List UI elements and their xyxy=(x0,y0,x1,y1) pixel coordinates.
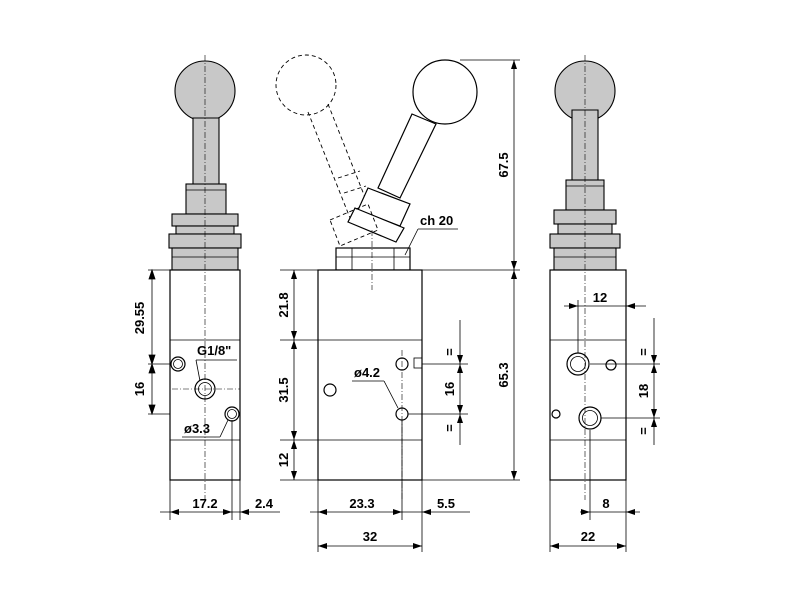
middle-lever xyxy=(377,113,437,199)
dim-front-width: 17.2 xyxy=(192,496,217,511)
front-lever xyxy=(192,117,220,185)
side-body xyxy=(549,269,627,481)
middle-hex-nut xyxy=(335,247,411,271)
dim-body-height: 65.3 xyxy=(496,362,511,387)
dim-middle-width: 23.3 xyxy=(349,496,374,511)
middle-view: ø4.2 ch 20 21.8 31.5 12 16 = = xyxy=(275,54,520,552)
dim-middle-bottom-section: 12 xyxy=(276,453,291,467)
side-left-hole xyxy=(551,409,561,419)
dim-middle-hole-spacing: 16 xyxy=(442,382,457,396)
equal-mark-side-top: = xyxy=(636,348,651,356)
dim-side-width: 22 xyxy=(581,529,595,544)
equal-mark-middle-top: = xyxy=(442,348,457,356)
dim-front-offset: 2.4 xyxy=(255,496,274,511)
label-hex-size: ch 20 xyxy=(420,213,453,228)
equal-mark-side-bottom: = xyxy=(636,427,651,435)
dim-middle-mid-section: 31.5 xyxy=(276,377,291,402)
front-view: 29.55 16 G1/8" ø3.3 17.2 2.4 xyxy=(132,55,280,520)
dim-front-port-spacing: 16 xyxy=(132,382,147,396)
front-collar-top xyxy=(185,183,227,215)
middle-knob-alt xyxy=(275,54,337,116)
dim-side-port-spacing: 18 xyxy=(636,384,651,398)
dim-middle-top-section: 21.8 xyxy=(276,292,291,317)
dim-handle-height: 67.5 xyxy=(496,152,511,177)
label-port-thread: G1/8" xyxy=(197,343,231,358)
middle-side-hole xyxy=(323,383,337,397)
dim-middle-total-width: 32 xyxy=(363,529,377,544)
side-small-hole xyxy=(605,359,617,371)
dim-side-lower-offset: 8 xyxy=(602,496,609,511)
middle-hole-top xyxy=(395,357,409,371)
side-view: 12 18 = = 8 22 xyxy=(549,55,660,552)
dim-middle-offset: 5.5 xyxy=(437,496,455,511)
middle-knob xyxy=(412,59,478,125)
label-middle-hole: ø4.2 xyxy=(354,365,380,380)
middle-body xyxy=(317,269,423,481)
front-mount-hole-top xyxy=(170,356,186,372)
label-mount-hole: ø3.3 xyxy=(184,421,210,436)
dim-side-port-offset: 12 xyxy=(593,290,607,305)
dim-front-height-upper: 29.55 xyxy=(132,302,147,335)
equal-mark-middle-bottom: = xyxy=(442,424,457,432)
